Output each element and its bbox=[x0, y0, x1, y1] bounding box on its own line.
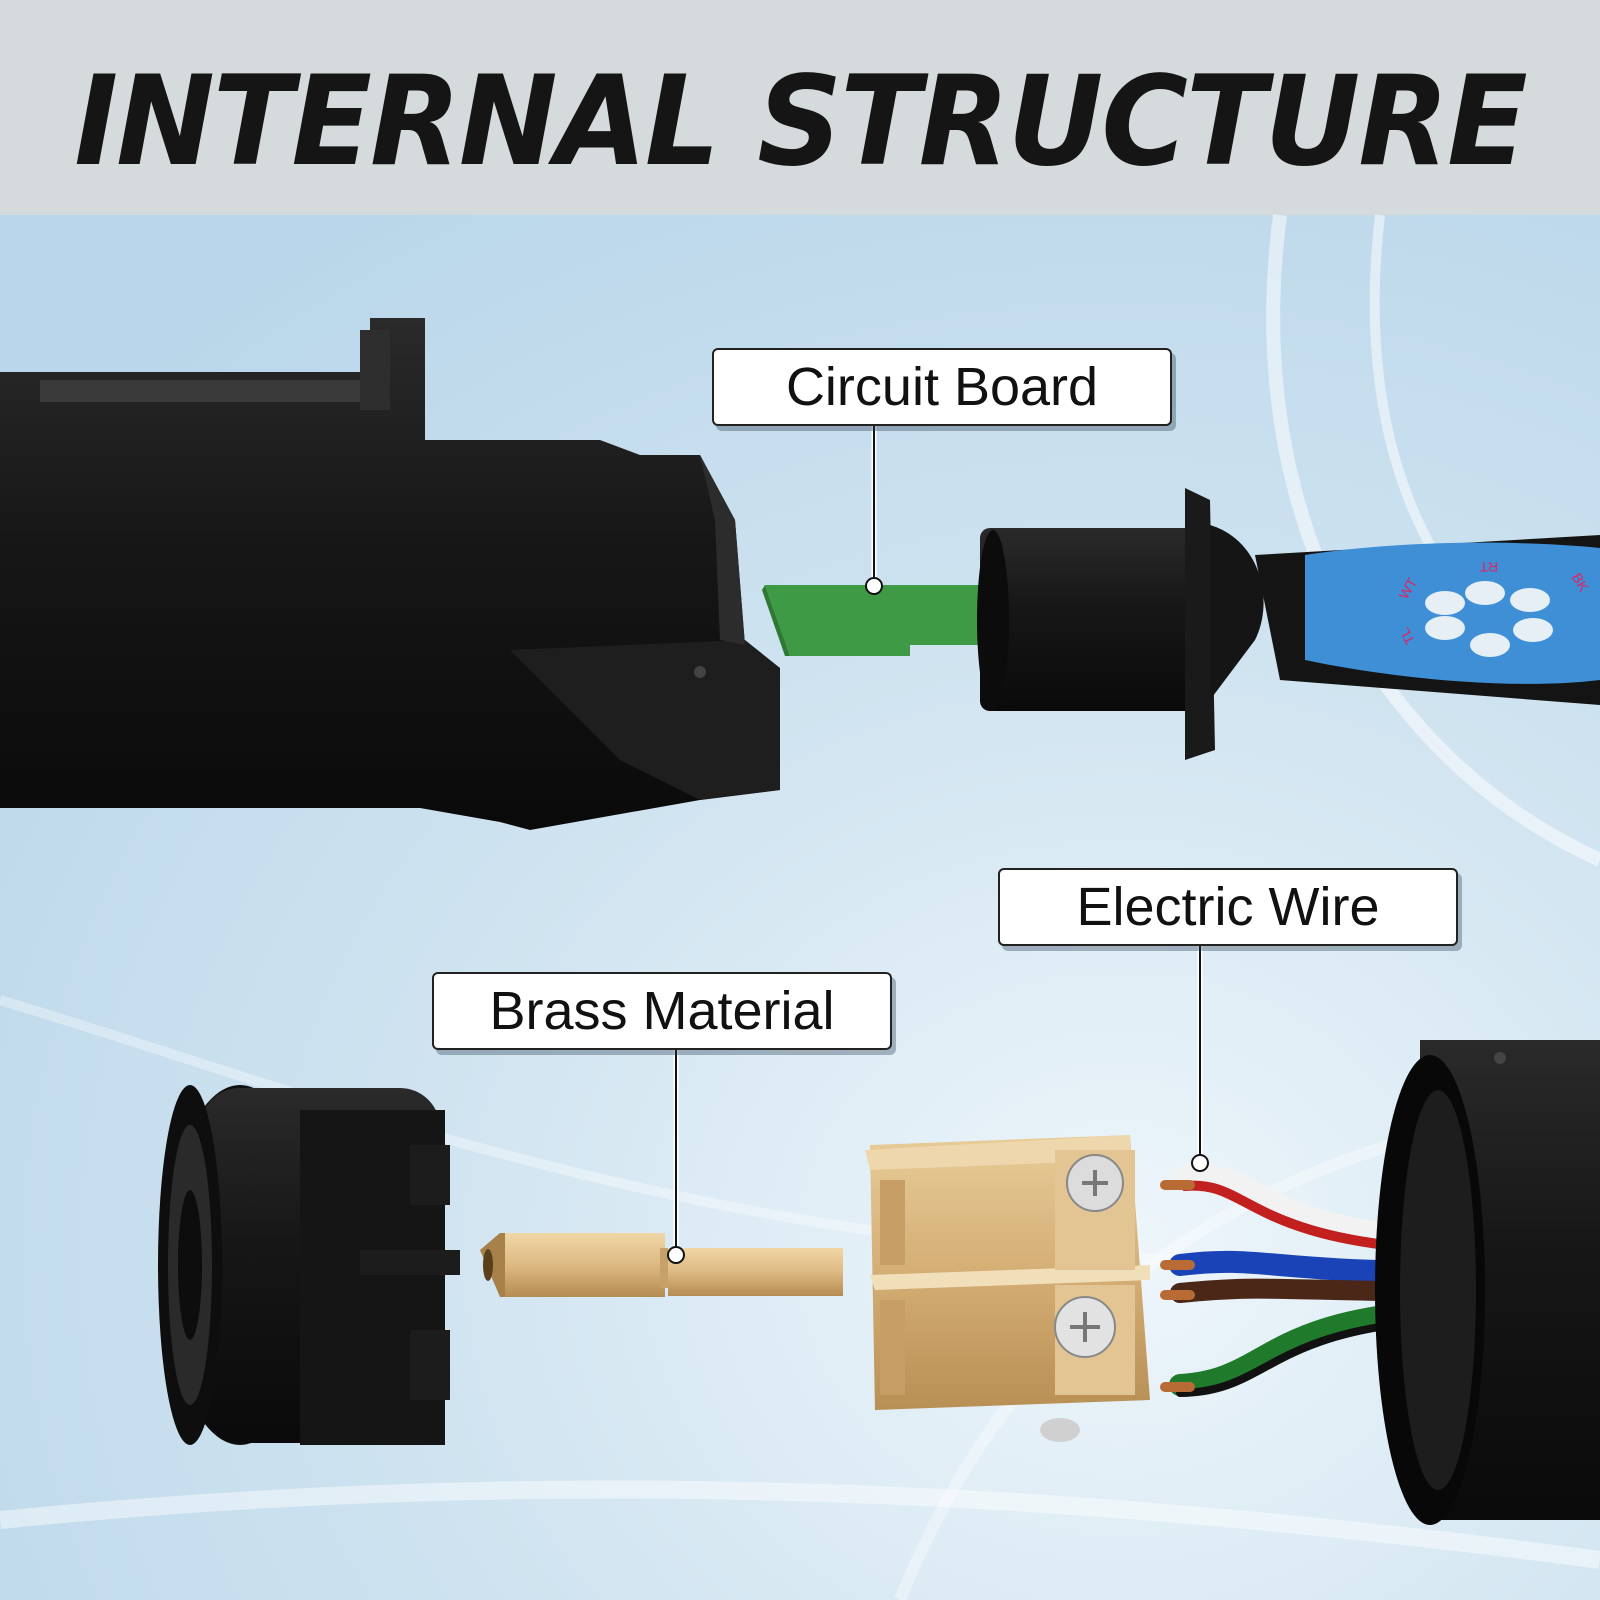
page-title: INTERNAL STRUCTURE bbox=[74, 48, 1528, 194]
circuit-board-callout: Circuit Board bbox=[712, 348, 1172, 426]
header-band bbox=[0, 0, 1600, 215]
circuit-board bbox=[762, 585, 985, 656]
socket-cap bbox=[158, 1085, 460, 1445]
connector-housing-top bbox=[0, 318, 780, 830]
brass-pin bbox=[480, 1233, 843, 1297]
electric-wire-label: Electric Wire bbox=[1076, 877, 1380, 937]
brass-material-callout: Brass Material bbox=[432, 972, 892, 1050]
leader-lines-core bbox=[675, 426, 1201, 1253]
leader-dots bbox=[667, 577, 1209, 1264]
plug-label-rt: RT bbox=[1479, 559, 1498, 575]
plug-assembly: RT WT TL BK bbox=[977, 488, 1600, 760]
socket-housing bbox=[1375, 1040, 1600, 1525]
brass-terminal-block bbox=[865, 1135, 1150, 1442]
circuit-board-label: Circuit Board bbox=[785, 357, 1099, 417]
electric-wire-callout: Electric Wire bbox=[998, 868, 1458, 946]
plug-label-tl: TL bbox=[1396, 625, 1418, 647]
brass-material-label: Brass Material bbox=[489, 981, 835, 1041]
plug-face-pins bbox=[1425, 581, 1553, 657]
